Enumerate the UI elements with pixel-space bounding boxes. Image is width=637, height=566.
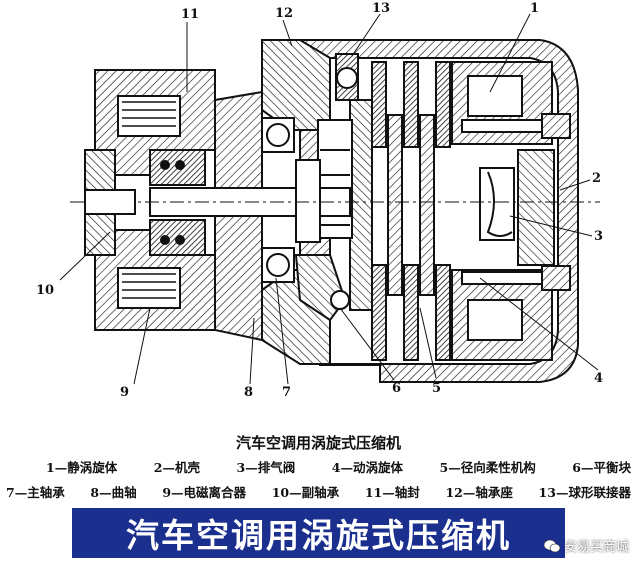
discharge-valve [479, 167, 515, 241]
legend-item: 11—轴封 [364, 485, 420, 500]
legend-item: 12—轴承座 [445, 485, 513, 500]
housing-bolts [461, 113, 571, 291]
legend-item: 4—动涡旋体 [331, 460, 403, 475]
watermark-text: 安易买商城 [563, 540, 629, 555]
callout-13: 13 [372, 1, 390, 16]
callout-leaders [59, 13, 599, 385]
legend-item: 9—电磁离合器 [162, 485, 247, 500]
compressor-cross-section-drawing: 11 12 13 1 2 3 4 5 6 7 8 9 10 [36, 1, 603, 400]
shaft-seal [149, 144, 206, 261]
orbiting-scroll-plate [317, 99, 373, 311]
ball-coupler [335, 53, 359, 101]
callout-3: 3 [594, 229, 603, 244]
legend-item: 7—主轴承 [6, 485, 65, 500]
callout-10: 10 [36, 283, 54, 298]
legend-row-2: 7—主轴承 8—曲轴 9—电磁离合器 10—副轴承 11—轴封 12—轴承座 1… [6, 482, 631, 501]
callout-2: 2 [592, 171, 601, 186]
legend-item: 13—球形联接器 [538, 485, 631, 500]
callout-12: 12 [275, 6, 293, 21]
legend-item: 1—静涡旋体 [46, 460, 118, 475]
banner-title: 汽车空调用涡旋式压缩机 [126, 516, 511, 555]
electromagnetic-clutch [84, 69, 216, 331]
main-bearing [261, 117, 295, 283]
callout-4: 4 [594, 371, 603, 386]
legend-item: 6—平衡块 [572, 460, 631, 475]
callout-5: 5 [432, 381, 441, 396]
callout-11: 11 [181, 7, 199, 22]
callout-1: 1 [530, 1, 539, 16]
watermark: 安易买商城 [543, 536, 629, 555]
callout-numbers: 11 12 13 1 2 3 4 5 6 7 8 9 10 [36, 1, 603, 400]
callout-7: 7 [282, 385, 291, 400]
callout-9: 9 [120, 385, 129, 400]
legend-item: 2—机壳 [153, 460, 200, 475]
callout-8: 8 [244, 385, 253, 400]
balance-weight [294, 254, 350, 322]
wechat-icon [543, 539, 560, 552]
legend-item: 8—曲轴 [90, 485, 137, 500]
legend-row-1: 1—静涡旋体 2—机壳 3—排气阀 4—动涡旋体 5—径向柔性机构 6—平衡块 [6, 457, 631, 476]
legend-item: 5—径向柔性机构 [439, 460, 536, 475]
figure-caption: 汽车空调用涡旋式压缩机 [235, 434, 401, 452]
title-banner: 汽车空调用涡旋式压缩机 [72, 508, 565, 558]
legend-item: 10—副轴承 [271, 485, 340, 500]
callout-6: 6 [392, 381, 401, 396]
legend-item: 3—排气阀 [236, 460, 296, 475]
fixed-scroll [451, 61, 555, 361]
